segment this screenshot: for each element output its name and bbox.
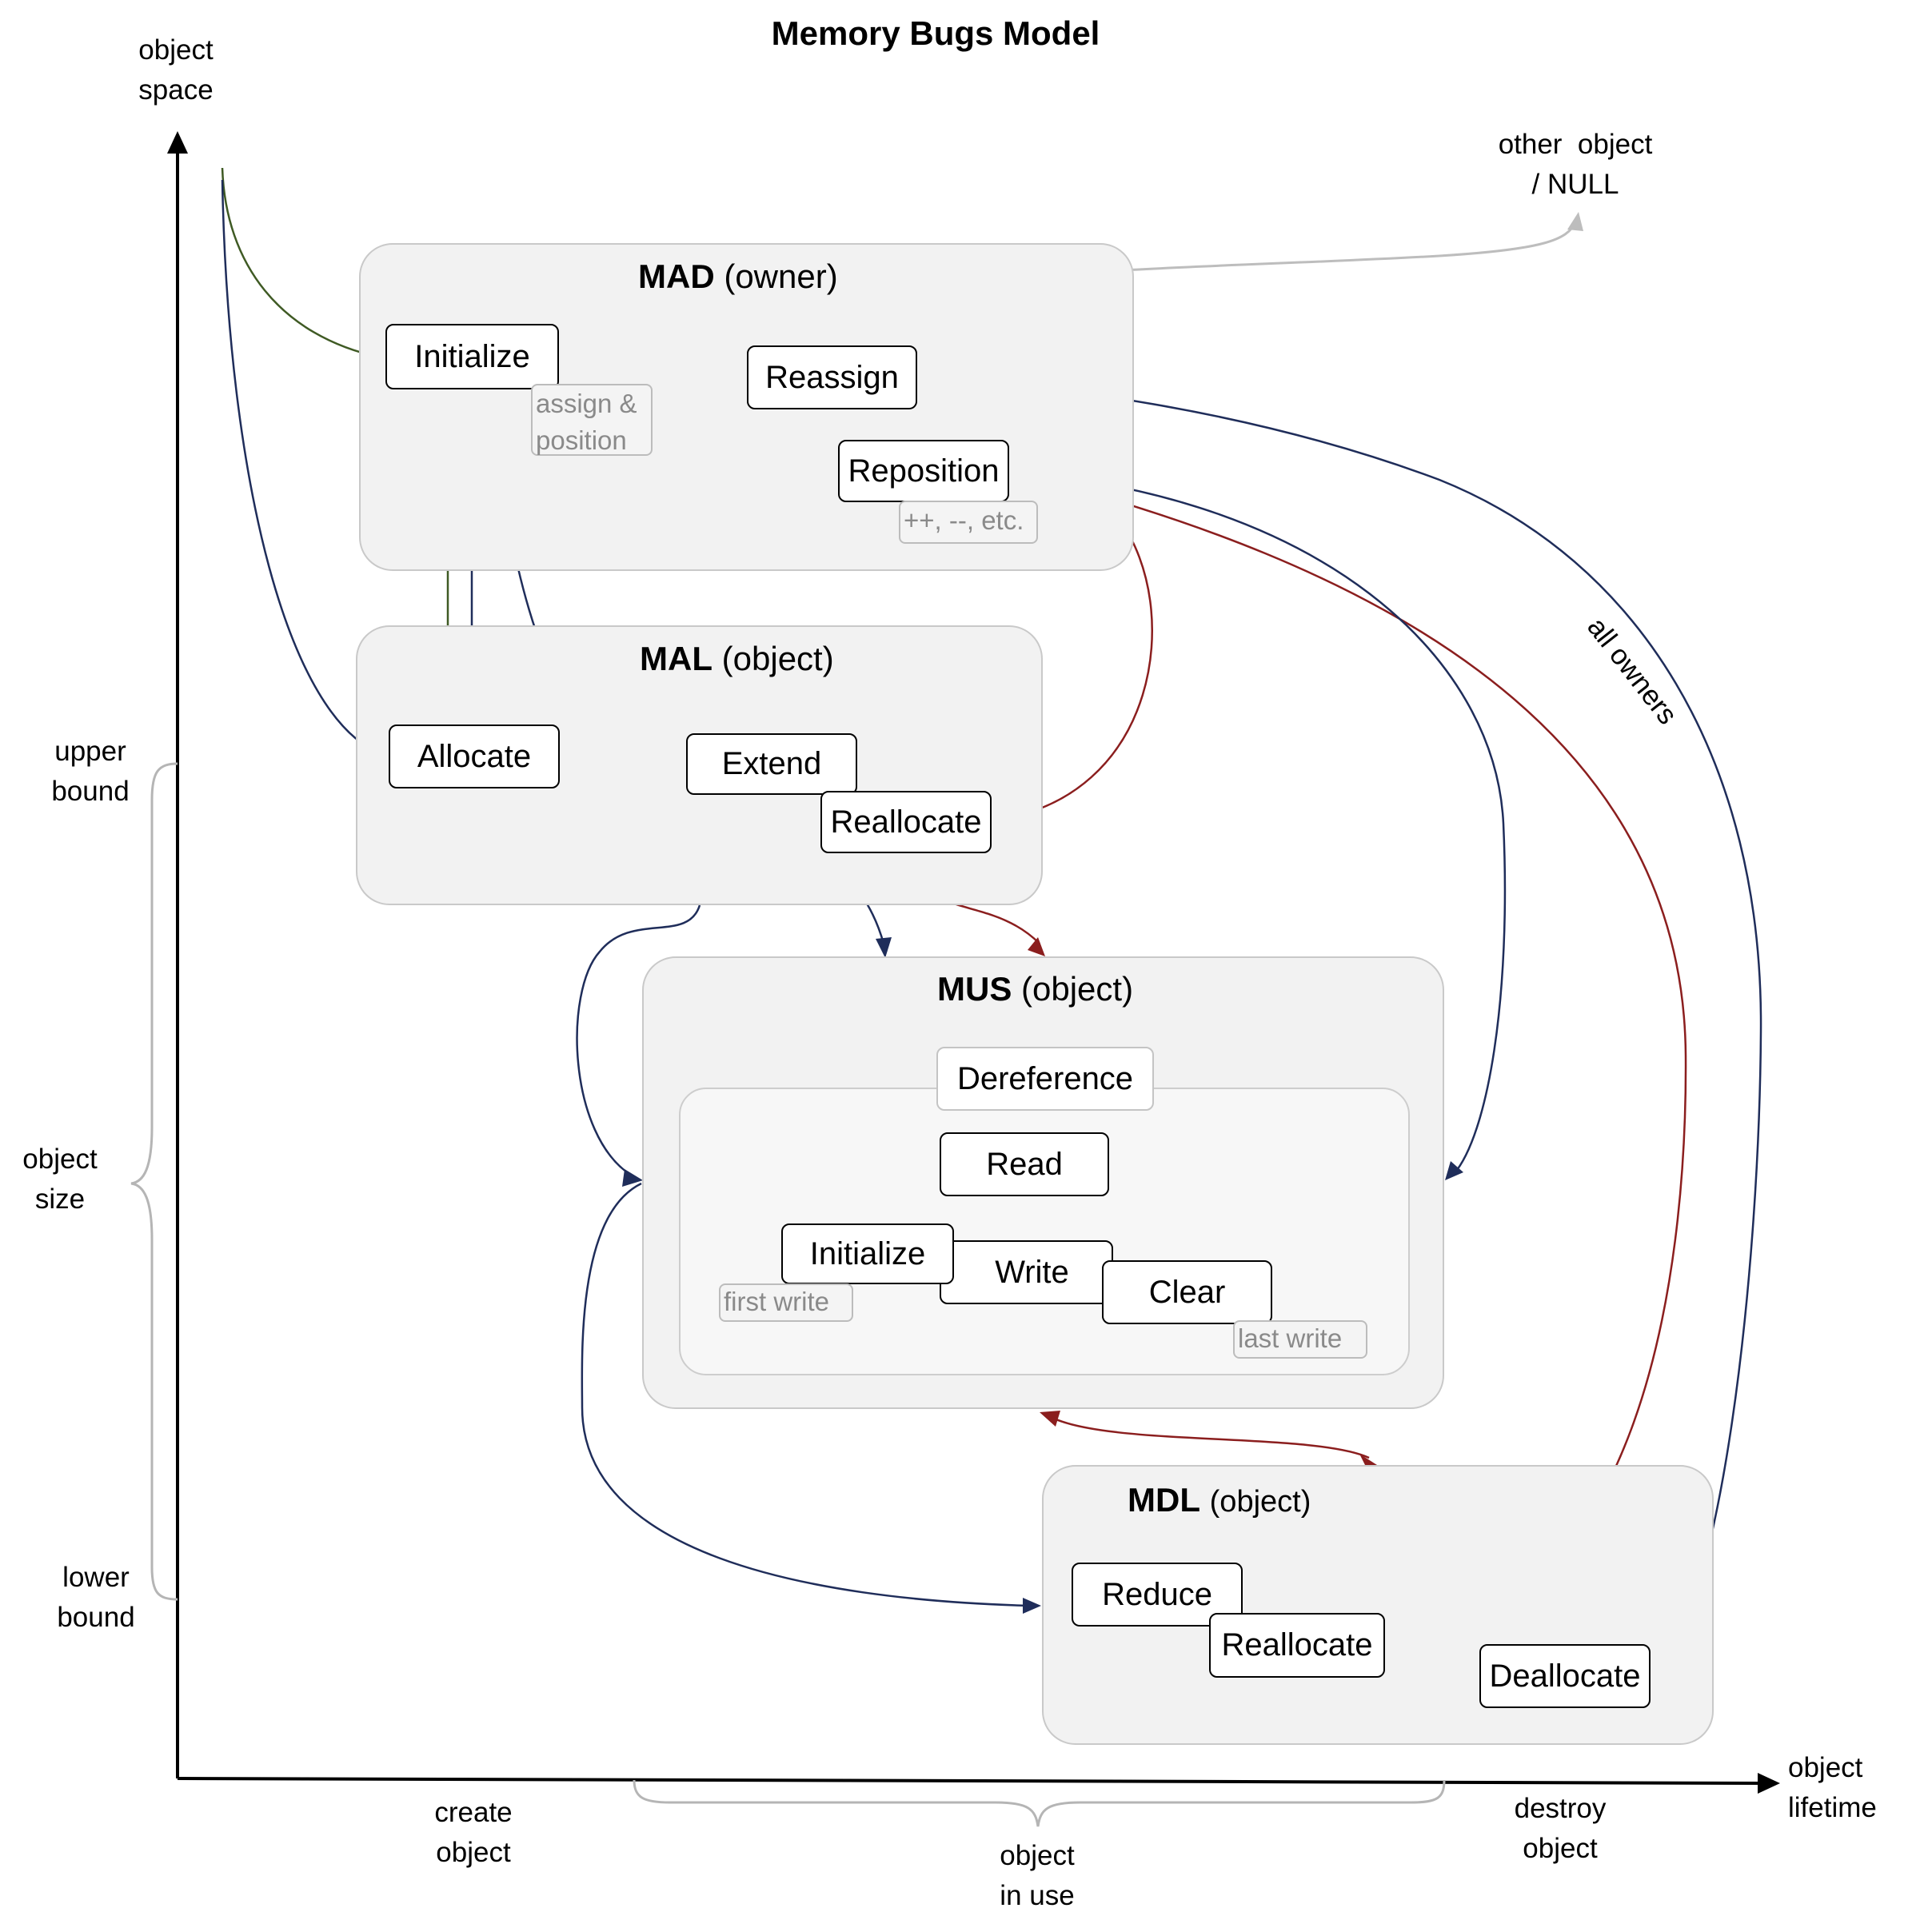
mdl-deallocate-node[interactable]: Deallocate [1479, 1644, 1651, 1708]
mal-group-qualifier: (object) [721, 640, 834, 677]
upper-bound-label: upper bound [51, 736, 130, 807]
mal-group-name: MAL [640, 640, 713, 677]
mdl-reallocate-node[interactable]: Reallocate [1209, 1613, 1385, 1678]
object-size-label: object size [22, 1144, 98, 1215]
object-size-brace [130, 762, 178, 1601]
mus-write-node[interactable]: Write [940, 1240, 1113, 1304]
mus-group-name: MUS [937, 970, 1012, 1008]
arrowhead-mus-top [876, 937, 892, 958]
connector-deallocate-to-reassign [929, 377, 1762, 1676]
arrowhead-mdl-left [1023, 1598, 1041, 1614]
y-axis-label: object space [138, 34, 214, 106]
x-axis-arrowhead [1758, 1773, 1780, 1794]
arrowhead-mus-bottom-red [1040, 1411, 1060, 1427]
diagram-title: Memory Bugs Model [771, 14, 1100, 52]
mus-read-node[interactable]: Read [940, 1132, 1109, 1196]
connector-reposition-to-mus [1008, 470, 1507, 1175]
object-in-use-label: object in use [1000, 1840, 1075, 1911]
connector-mus-to-mdl-red [1047, 1414, 1370, 1459]
connector-mal-to-mus [576, 904, 701, 1177]
mdl-group-title: MDL (object) [1128, 1481, 1311, 1519]
arrowhead-mus-left [622, 1169, 643, 1187]
arrowhead-mus-top-red [1028, 937, 1045, 956]
x-axis-label: object lifetime [1788, 1752, 1877, 1823]
connector-origin-to-mad-initialize [221, 167, 381, 359]
arrowhead-mus-right [1445, 1161, 1463, 1180]
arrowhead-other-object [1567, 212, 1583, 231]
mus-initialize-node[interactable]: Initialize [781, 1223, 954, 1284]
lower-bound-label: lower bound [57, 1562, 135, 1633]
connector-mus-to-mdl [581, 1182, 1030, 1607]
mus-clear-node[interactable]: Clear [1102, 1260, 1272, 1324]
mal-reallocate-node[interactable]: Reallocate [820, 791, 992, 853]
mad-group-name: MAD [638, 257, 715, 295]
last-write-note: last write [1233, 1320, 1367, 1359]
mdl-group-qualifier: (object) [1209, 1485, 1311, 1519]
inc-dec-note: ++, --, etc. [899, 501, 1038, 544]
mus-group-title: MUS (object) [937, 970, 1133, 1008]
mad-reposition-node[interactable]: Reposition [838, 440, 1009, 502]
mal-extend-node[interactable]: Extend [686, 733, 857, 795]
other-object-label: other object / NULL [1498, 129, 1653, 200]
connector-origin-to-allocate [221, 179, 383, 756]
mad-group-qualifier: (owner) [724, 257, 838, 295]
first-write-note: first write [719, 1283, 853, 1322]
destroy-object-label: destroy object [1514, 1793, 1607, 1864]
arrowhead-mdl-top-red [1359, 1454, 1377, 1468]
mus-group-qualifier: (object) [1021, 970, 1134, 1008]
mal-group-title: MAL (object) [640, 640, 834, 678]
mad-reassign-node[interactable]: Reassign [747, 345, 917, 409]
mal-allocate-node[interactable]: Allocate [389, 724, 560, 788]
mdl-group-name: MDL [1128, 1481, 1200, 1519]
x-axis [177, 1777, 1766, 1785]
y-axis-arrowhead [167, 131, 188, 154]
assign-position-note: assign & position [531, 384, 653, 456]
create-object-label: create object [434, 1797, 513, 1868]
mus-dereference-node[interactable]: Dereference [936, 1047, 1154, 1111]
mad-group-title: MAD (owner) [638, 257, 838, 296]
mad-initialize-node[interactable]: Initialize [385, 324, 559, 389]
object-in-use-brace [633, 1779, 1446, 1827]
